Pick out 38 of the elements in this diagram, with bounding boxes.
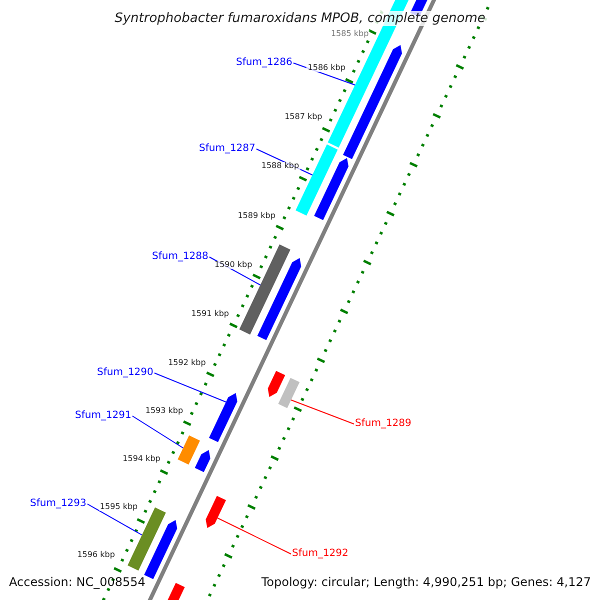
scale-label: 1593 kbp bbox=[144, 407, 184, 415]
scale-label: 1585 kbp bbox=[330, 30, 370, 38]
leader-line bbox=[217, 518, 292, 554]
leader-line bbox=[154, 372, 226, 402]
scale-label: 1592 kbp bbox=[167, 359, 207, 367]
scale-label: 1590 kbp bbox=[214, 261, 254, 269]
gene-feature bbox=[278, 378, 300, 408]
gene-feature bbox=[343, 45, 402, 160]
gene-feature bbox=[144, 520, 178, 580]
title: Syntrophobacter fumaroxidans MPOB, complete genome bbox=[112, 11, 488, 26]
genome-stats-text: Topology: circular; Length: 4,990,251 bp; Genes: 4,127 bbox=[261, 576, 591, 588]
gene-label: Sfum_1292 bbox=[292, 549, 348, 559]
gene-feature bbox=[209, 393, 238, 442]
gene-label: Sfum_1288 bbox=[152, 252, 208, 262]
leader-line bbox=[86, 504, 142, 536]
leader-line bbox=[290, 400, 354, 424]
accession-text: Accession: NC_008554 bbox=[9, 576, 146, 588]
gene-label: Sfum_1293 bbox=[30, 499, 86, 509]
gene-feature bbox=[206, 496, 226, 528]
gene-feature bbox=[268, 370, 286, 397]
scale-label: 1591 kbp bbox=[190, 310, 230, 318]
scale-label: 1588 kbp bbox=[260, 162, 300, 170]
scale-label: 1594 kbp bbox=[122, 455, 162, 463]
gene-feature bbox=[178, 435, 200, 465]
gene-feature bbox=[239, 244, 290, 335]
scale-label: 1596 kbp bbox=[76, 551, 116, 559]
gene-feature bbox=[314, 158, 348, 220]
gene-label: Sfum_1289 bbox=[355, 419, 412, 429]
gene-label: Sfum_1290 bbox=[97, 368, 154, 378]
scale-label: 1586 kbp bbox=[306, 64, 346, 72]
gene-label: Sfum_1287 bbox=[199, 144, 256, 154]
gene-feature bbox=[194, 450, 210, 472]
gene-label: Sfum_1286 bbox=[236, 58, 292, 68]
gene-label: Sfum_1291 bbox=[75, 411, 132, 421]
scale-label: 1595 kbp bbox=[98, 503, 139, 511]
gene-feature bbox=[257, 258, 302, 340]
scale-label: 1587 kbp bbox=[284, 113, 324, 121]
scale-label: 1589 kbp bbox=[236, 212, 276, 220]
